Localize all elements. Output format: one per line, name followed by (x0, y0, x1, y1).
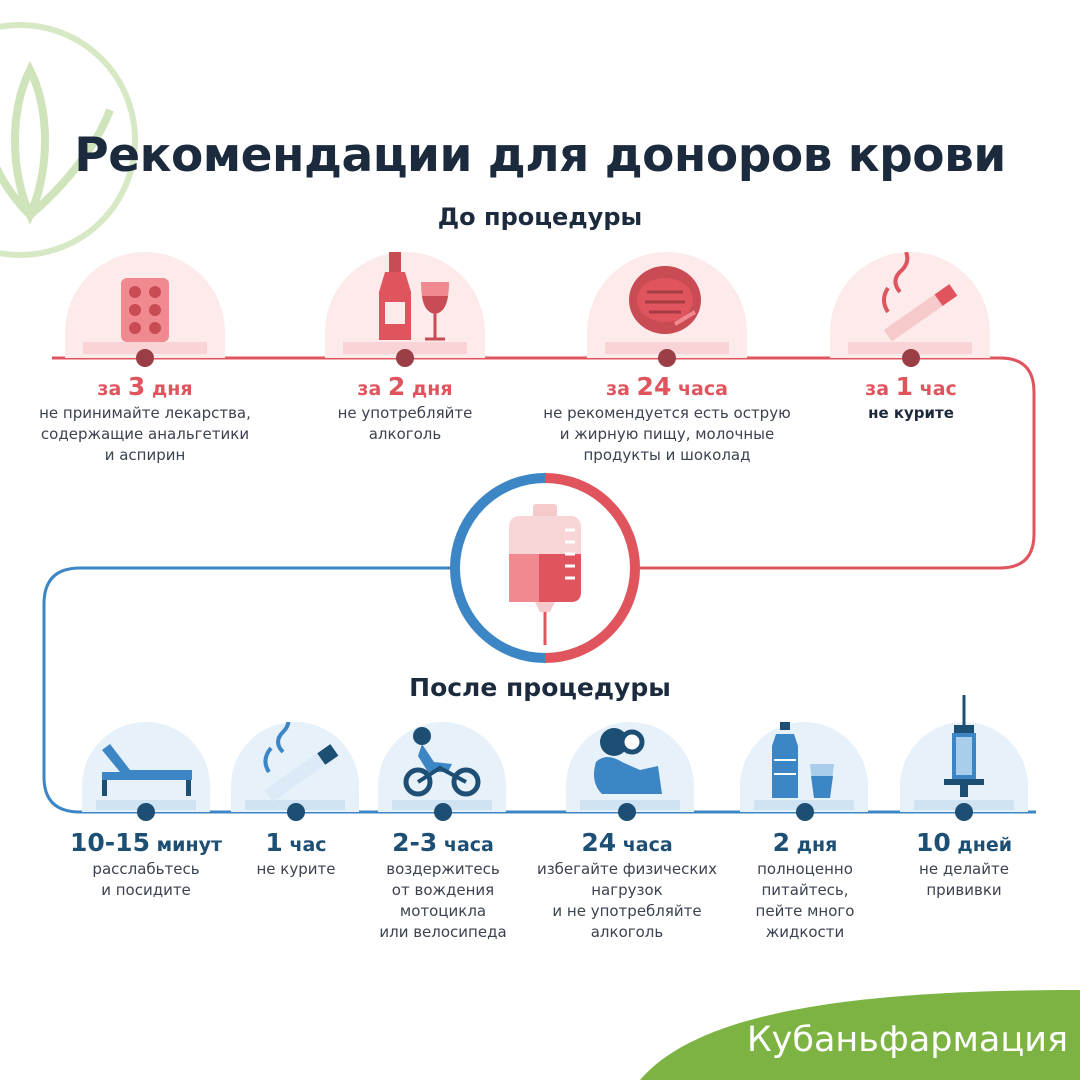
before-dot-3 (658, 349, 676, 367)
before-dot-2 (396, 349, 414, 367)
after-dot-2 (287, 803, 305, 821)
after-step-5: 2 дня полноценно питайтесь, пейте много … (730, 828, 880, 943)
after-dot-3 (434, 803, 452, 821)
cigarette-icon (830, 251, 990, 358)
step-description: расслабьтесь и посидите (92, 860, 200, 899)
step-description: не делайте прививки (919, 860, 1009, 899)
after-dot-5 (796, 803, 814, 821)
step-description: не курите (868, 404, 954, 422)
pills-icon (65, 252, 225, 358)
step-time: за 24 часа (606, 372, 728, 401)
step-description: полноценно питайтесь, пейте много жидкос… (755, 860, 855, 941)
step-description: не употребляйте алкоголь (337, 404, 473, 443)
step-description: избегайте физических нагрузок и не употр… (536, 860, 718, 941)
steak-icon (587, 252, 747, 358)
after-step-3: 2-3 часа воздержитесь от вождения мотоци… (368, 828, 518, 943)
before-step-3: за 24 часа не рекомендуется есть острую … (527, 372, 807, 466)
step-description: не рекомендуется есть острую и жирную пи… (543, 404, 791, 464)
after-heading: После процедуры (409, 673, 671, 702)
step-time: за 1 час (865, 372, 957, 401)
step-time: 2 дня (772, 828, 838, 857)
step-time: 2-3 часа (392, 828, 494, 857)
before-step-2: за 2 дня не употребляйте алкоголь (285, 372, 525, 445)
before-step-1: за 3 дня не принимайте лекарства, содерж… (25, 372, 265, 466)
leaf-logo-icon (0, 22, 138, 258)
before-dot-4 (902, 349, 920, 367)
step-description: воздержитесь от вождения мотоцикла или в… (379, 860, 507, 941)
after-dot-6 (955, 803, 973, 821)
after-step-4: 24 часа избегайте физических нагрузок и … (527, 828, 727, 943)
step-time: 1 час (265, 828, 327, 857)
wine-icon (325, 250, 485, 358)
step-description: не курите (256, 860, 336, 878)
after-step-2: 1 час не курите (231, 828, 361, 880)
step-time: за 3 дня (97, 372, 193, 401)
before-dot-1 (136, 349, 154, 367)
step-time: 10-15 минут (70, 828, 222, 857)
step-time: за 2 дня (357, 372, 453, 401)
blood-bag-icon (509, 504, 581, 645)
after-dot-1 (137, 803, 155, 821)
brand-name: Кубаньфармация (746, 1020, 1068, 1060)
before-heading: До процедуры (437, 203, 643, 231)
step-time: 10 дней (915, 828, 1013, 857)
after-dot-4 (618, 803, 636, 821)
before-step-4: за 1 час не курите (821, 372, 1001, 424)
after-step-1: 10-15 минут расслабьтесь и посидите (61, 828, 231, 901)
step-description: не принимайте лекарства, содержащие анал… (39, 404, 251, 464)
step-time: 24 часа (581, 828, 673, 857)
after-step-6: 10 дней не делайте прививки (894, 828, 1034, 901)
page-title: Рекомендации для доноров крови (74, 128, 1006, 183)
